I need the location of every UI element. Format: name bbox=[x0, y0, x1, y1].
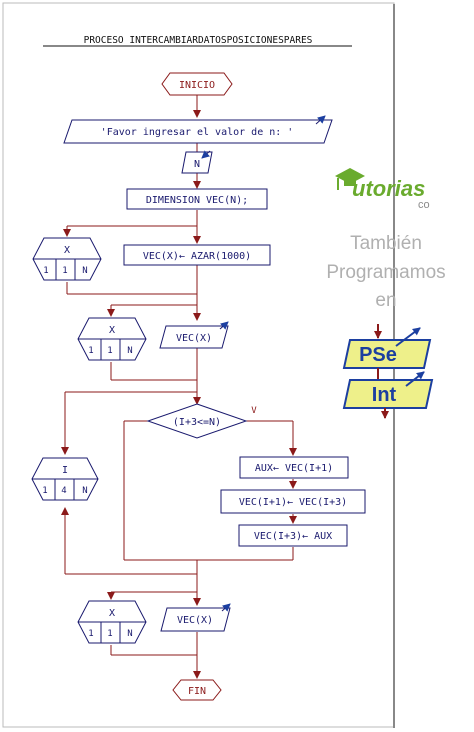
output-vec-1: VEC(X) bbox=[159, 321, 229, 349]
output-vec-2: VEC(X) bbox=[160, 603, 231, 632]
pseint-arrow-icon bbox=[395, 327, 421, 347]
loop4-start: 1 bbox=[88, 629, 93, 639]
end-label: FIN bbox=[188, 686, 206, 697]
loop4-var: X bbox=[109, 608, 115, 619]
loop1-for: X 1 1 N bbox=[32, 237, 102, 281]
dimension-process: DIMENSION VEC(N); bbox=[126, 188, 268, 210]
condition-true-label: V bbox=[251, 406, 257, 416]
input-n: N bbox=[181, 150, 213, 174]
output-vec-2-text: VEC(X) bbox=[177, 615, 213, 626]
tagline-line-1: También bbox=[350, 233, 422, 254]
condition-text: (I+3<=N) bbox=[173, 417, 221, 428]
tagline-line-2: Programamos bbox=[326, 262, 445, 283]
assign-random-process: VEC(X)← AZAR(1000) bbox=[123, 244, 271, 266]
loop3-for: I 1 4 N bbox=[31, 457, 99, 501]
output-prompt: 'Favor ingresar el valor de n: ' bbox=[63, 115, 333, 144]
dimension-text: DIMENSION VEC(N); bbox=[146, 195, 248, 206]
condition-decision: (I+3<=N) V bbox=[146, 403, 257, 439]
pseint-top-text: PSe bbox=[359, 344, 397, 366]
swap-step-3-text: VEC(I+3)← AUX bbox=[254, 531, 332, 542]
tutorias-logo: utorias co bbox=[335, 168, 430, 211]
swap-step-3: VEC(I+3)← AUX bbox=[238, 524, 348, 547]
flow-connectors bbox=[61, 95, 297, 679]
loop4-step: 1 bbox=[107, 629, 112, 639]
loop1-var: X bbox=[64, 245, 70, 256]
tagline-line-3: en bbox=[375, 290, 396, 311]
output-arrow-icon bbox=[315, 115, 326, 125]
loop2-step: 1 bbox=[107, 346, 112, 356]
loop1-end: N bbox=[82, 266, 87, 276]
input-n-label: N bbox=[194, 159, 200, 170]
diagram-title: PROCESO INTERCAMBIARDATOSPOSICIONESPARES bbox=[84, 35, 313, 46]
input-arrow-icon bbox=[201, 150, 211, 159]
swap-step-2-text: VEC(I+1)← VEC(I+3) bbox=[239, 497, 347, 508]
loop1-start: 1 bbox=[43, 266, 48, 276]
pseint-logo: PSe Int bbox=[342, 324, 434, 419]
loop3-step: 4 bbox=[61, 486, 66, 496]
swap-step-1-text: AUX← VEC(I+1) bbox=[255, 463, 333, 474]
swap-step-2: VEC(I+1)← VEC(I+3) bbox=[220, 489, 366, 514]
output-arrow-icon bbox=[221, 603, 231, 612]
loop3-start: 1 bbox=[42, 486, 47, 496]
assign-random-text: VEC(X)← AZAR(1000) bbox=[143, 251, 251, 262]
output-vec-1-text: VEC(X) bbox=[176, 333, 212, 344]
loop1-step: 1 bbox=[62, 266, 67, 276]
loop4-end: N bbox=[127, 629, 132, 639]
pseint-bottom-text: Int bbox=[372, 384, 397, 406]
loop3-end: N bbox=[82, 486, 87, 496]
end-terminal: FIN bbox=[172, 679, 222, 701]
start-terminal: INICIO bbox=[161, 72, 233, 96]
output-arrow-icon bbox=[219, 321, 229, 330]
loop3-var: I bbox=[62, 465, 68, 476]
loop4-for: X 1 1 N bbox=[77, 600, 147, 644]
logo-text: utorias bbox=[352, 176, 425, 201]
loop2-for: X 1 1 N bbox=[77, 317, 147, 361]
loop2-var: X bbox=[109, 325, 115, 336]
prompt-text: 'Favor ingresar el valor de n: ' bbox=[101, 127, 294, 138]
loop2-start: 1 bbox=[88, 346, 93, 356]
loop2-end: N bbox=[127, 346, 132, 356]
start-label: INICIO bbox=[179, 80, 215, 91]
graduation-cap-icon bbox=[335, 168, 365, 190]
swap-step-1: AUX← VEC(I+1) bbox=[239, 456, 349, 479]
pseint-arrow-icon bbox=[405, 371, 425, 387]
logo-suffix: co bbox=[418, 199, 430, 211]
